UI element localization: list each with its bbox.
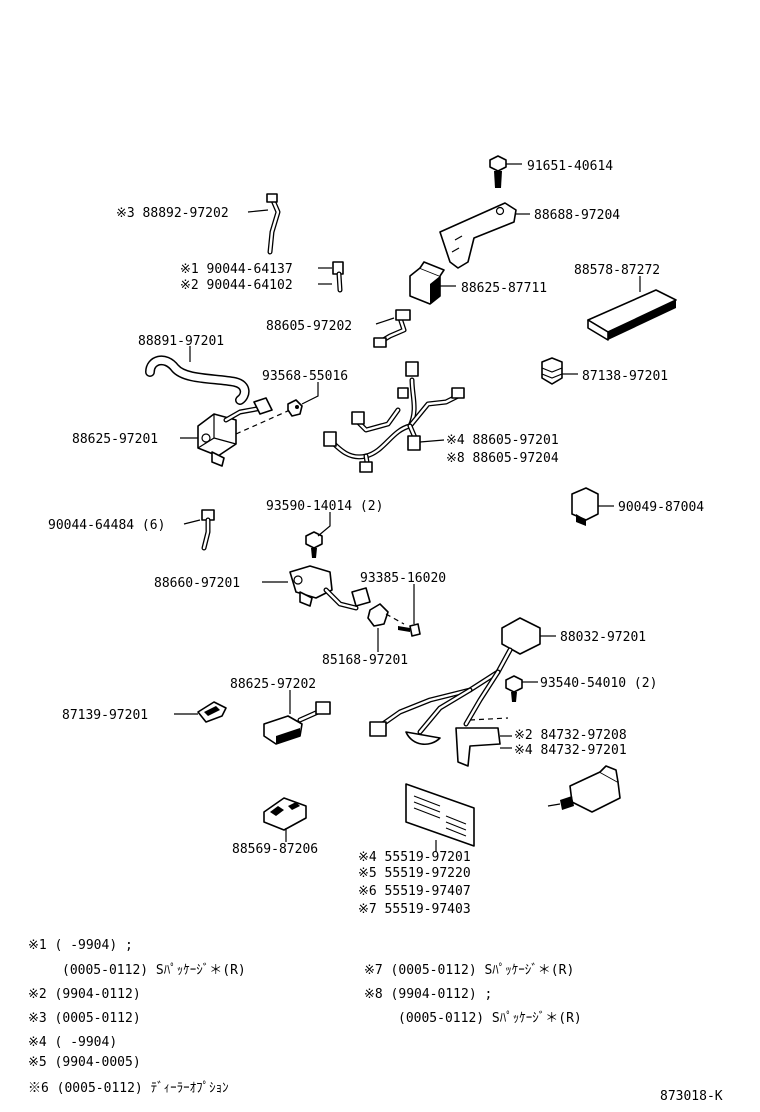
screw-93568-55016-drawing bbox=[287, 399, 303, 417]
part-label: 88032-97201 bbox=[560, 630, 646, 645]
harness-88605-97202-drawing bbox=[373, 309, 411, 348]
part-label: ※6 55519-97407 bbox=[358, 884, 471, 899]
footnote: (0005-0112) Sﾊﾟｯｹｰｼﾞ＊(R) bbox=[62, 963, 246, 978]
footnote: ※6 (0005-0112) ﾃﾞｨｰﾗｰｵﾌﾟｼｮﾝ bbox=[28, 1081, 229, 1096]
relay-88625-87711-drawing bbox=[409, 261, 445, 305]
part-label: 88660-97201 bbox=[154, 576, 240, 591]
relay-88625-97201-drawing bbox=[197, 397, 291, 467]
part-label: 88688-97204 bbox=[534, 208, 620, 223]
hose-88891-97201-drawing bbox=[145, 355, 250, 405]
part-label: ※2 90044-64102 bbox=[180, 278, 293, 293]
switch-84732-drawing bbox=[547, 765, 621, 813]
part-label: 88625-87711 bbox=[461, 281, 547, 296]
footnote: ※2 (9904-0112) bbox=[28, 987, 141, 1002]
rod-88892-97202-drawing bbox=[266, 193, 281, 255]
part-label: ※5 55519-97220 bbox=[358, 866, 471, 881]
part-label: ※4 88605-97201 bbox=[446, 433, 559, 448]
part-label: ※3 88892-97202 bbox=[116, 206, 229, 221]
part-label: ※1 90044-64137 bbox=[180, 262, 293, 277]
leader-lines bbox=[174, 163, 641, 852]
part-label: ※8 88605-97204 bbox=[446, 451, 559, 466]
part-label: 90049-87004 bbox=[618, 500, 704, 515]
footnote: (0005-0112) Sﾊﾟｯｹｰｼﾞ＊(R) bbox=[398, 1011, 582, 1026]
sensor-88660-97201-drawing bbox=[289, 565, 371, 611]
holder-88569-87206-drawing bbox=[263, 797, 307, 831]
part-label: 93540-54010 (2) bbox=[540, 676, 657, 691]
grommet-87138-97201-drawing bbox=[541, 357, 563, 385]
bolt-93385-16020-drawing bbox=[398, 623, 421, 637]
label-55519-drawing bbox=[405, 783, 475, 847]
part-label: 88891-97201 bbox=[138, 334, 224, 349]
footnote: ※5 (9904-0005) bbox=[28, 1055, 141, 1070]
bracket-88688-97204-drawing bbox=[439, 202, 517, 269]
screw-93540-54010-drawing bbox=[505, 675, 523, 702]
part-label: 85168-97201 bbox=[322, 653, 408, 668]
footnote: ※4 ( -9904) bbox=[28, 1035, 117, 1050]
screw-93590-14014-drawing bbox=[305, 531, 323, 558]
part-label: 93568-55016 bbox=[262, 369, 348, 384]
clip-90044-64484-drawing bbox=[201, 509, 215, 551]
bolt-91651-40614-drawing bbox=[489, 155, 507, 188]
part-label: 93590-14014 (2) bbox=[266, 499, 383, 514]
clip-90044-64137-drawing bbox=[332, 261, 344, 293]
part-label: 88605-97202 bbox=[266, 319, 352, 334]
part-label: ※4 55519-97201 bbox=[358, 850, 471, 865]
footnote: ※3 (0005-0112) bbox=[28, 1011, 141, 1026]
grommet-87139-97201-drawing bbox=[197, 701, 227, 723]
diagram-id: 873018-K bbox=[660, 1089, 723, 1104]
part-label: ※4 84732-97201 bbox=[514, 743, 627, 758]
part-label: 88625-97201 bbox=[72, 432, 158, 447]
footnote: ※1 ( -9904) ; bbox=[28, 938, 133, 953]
pad-88578-87272-drawing bbox=[587, 289, 677, 341]
part-label: 88625-97202 bbox=[230, 677, 316, 692]
part-label: 87139-97201 bbox=[62, 708, 148, 723]
footnote: ※8 (9904-0112) ; bbox=[364, 987, 492, 1002]
harness-88605-97201-drawing bbox=[323, 361, 465, 473]
part-label: ※7 55519-97403 bbox=[358, 902, 471, 917]
part-label: 93385-16020 bbox=[360, 571, 446, 586]
relay-88625-97202-drawing bbox=[263, 701, 331, 745]
part-label: 88569-87206 bbox=[232, 842, 318, 857]
bracket-85168-97201-drawing bbox=[367, 603, 405, 627]
footnotes: ※1 ( -9904) ; (0005-0112) Sﾊﾟｯｹｰｼﾞ＊(R) ※… bbox=[28, 938, 582, 1096]
part-label: ※2 84732-97208 bbox=[514, 728, 627, 743]
footnote: ※7 (0005-0112) Sﾊﾟｯｹｰｼﾞ＊(R) bbox=[364, 963, 574, 978]
part-label: 88578-87272 bbox=[574, 263, 660, 278]
part-label: 87138-97201 bbox=[582, 369, 668, 384]
part-label: 90044-64484 (6) bbox=[48, 518, 165, 533]
part-label: 91651-40614 bbox=[527, 159, 613, 174]
cap-90049-87004-drawing bbox=[571, 487, 599, 526]
harness-88032-97201-drawing bbox=[369, 617, 541, 767]
